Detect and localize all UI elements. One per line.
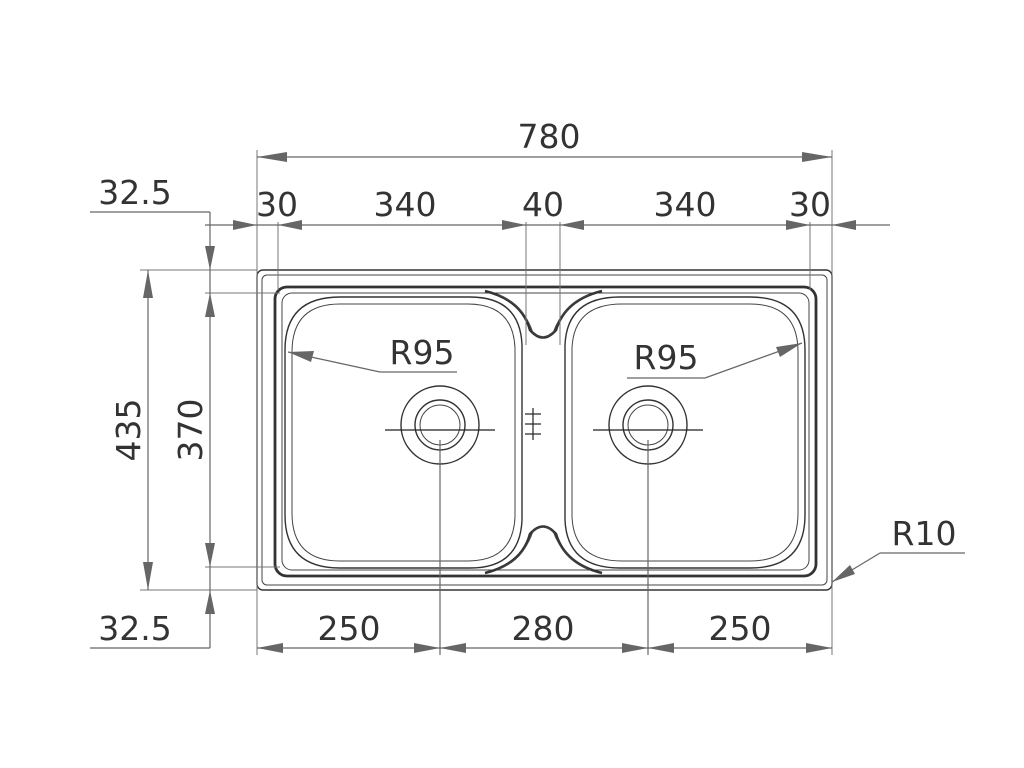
left-bowl-radius-label: R95 <box>390 333 455 372</box>
right-drain <box>593 385 703 655</box>
bowl-depth-label: 370 <box>171 399 210 462</box>
overall-width-label: 780 <box>518 117 581 156</box>
bowl-divider <box>484 289 603 575</box>
right-bowl-width-label: 340 <box>654 185 717 224</box>
right-drain-offset-label: 250 <box>709 609 772 648</box>
bottom-rim-depth-dimension: 32.5 <box>90 609 210 649</box>
top-rim-depth-label: 32.5 <box>98 173 171 212</box>
left-drain-hole <box>419 404 461 446</box>
bottom-drain-dimensions: 250 280 250 <box>257 609 832 653</box>
bowl-depth-dimension: 370 <box>171 212 215 648</box>
overall-depth-label: 435 <box>109 399 148 462</box>
drain-spacing-label: 280 <box>512 609 575 648</box>
left-bowl <box>284 296 523 569</box>
right-bowl-outline <box>564 296 806 569</box>
right-radius-callout: R95 <box>627 338 803 379</box>
right-bowl <box>564 296 806 569</box>
right-bowl-inner-outline <box>571 303 799 562</box>
divider-bottom-notch-inner <box>496 526 591 571</box>
bottom-rim-depth-label: 32.5 <box>98 609 171 648</box>
sink-outline <box>256 269 833 591</box>
outer-rim-inner <box>261 274 828 586</box>
corner-radius-label: R10 <box>892 514 957 553</box>
top-segment-dimensions: 30 340 40 340 30 <box>205 185 890 230</box>
divider-top-notch-inner <box>496 293 591 338</box>
outer-rim <box>256 269 833 591</box>
corner-radius-callout: R10 <box>831 514 965 583</box>
vertical-extension-lines <box>140 269 280 591</box>
divider-top-notch <box>484 289 603 339</box>
left-bowl-outline <box>284 296 523 569</box>
right-bowl-radius-label: R95 <box>634 338 699 377</box>
bowl-lip-outer <box>273 285 818 578</box>
bowl-lip-inner <box>281 292 810 571</box>
overall-width-dimension: 780 <box>257 117 832 162</box>
overall-depth-dimension: 435 <box>109 270 153 590</box>
left-rim-width-label: 30 <box>256 185 298 224</box>
left-bowl-inner-outline <box>291 303 516 562</box>
left-bowl-width-label: 340 <box>374 185 437 224</box>
left-drain <box>385 385 495 655</box>
right-rim-width-label: 30 <box>789 185 831 224</box>
extension-lines <box>256 150 833 655</box>
left-drain-offset-label: 250 <box>318 609 381 648</box>
divider-width-label: 40 <box>522 185 564 224</box>
left-radius-callout: R95 <box>287 333 457 373</box>
right-drain-hole <box>627 404 669 446</box>
top-rim-depth-dimension: 32.5 <box>90 173 210 213</box>
